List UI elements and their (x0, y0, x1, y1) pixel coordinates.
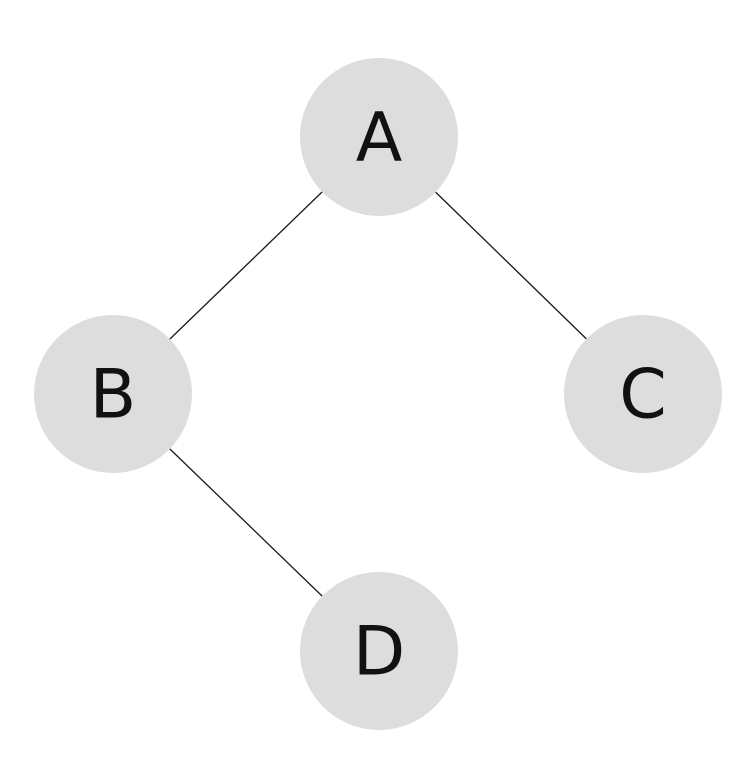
edge-layer (169, 191, 587, 597)
node-label-b: B (90, 356, 137, 435)
node-circle-d[interactable] (300, 572, 458, 730)
graph-edge-a-c (435, 191, 587, 340)
node-circle-c[interactable] (564, 315, 722, 473)
node-label-d: D (353, 613, 405, 692)
graph-edge-b-d (169, 448, 323, 597)
graph-node-d[interactable]: D (300, 572, 458, 730)
graph-node-c[interactable]: C (564, 315, 722, 473)
graph-node-a[interactable]: A (300, 58, 458, 216)
node-label-c: C (619, 356, 666, 435)
node-circle-a[interactable] (300, 58, 458, 216)
graph-node-b[interactable]: B (34, 315, 192, 473)
node-label-a: A (356, 99, 403, 178)
node-circle-b[interactable] (34, 315, 192, 473)
node-layer: A B C D (34, 58, 722, 730)
graph-edge-a-b (169, 191, 323, 340)
